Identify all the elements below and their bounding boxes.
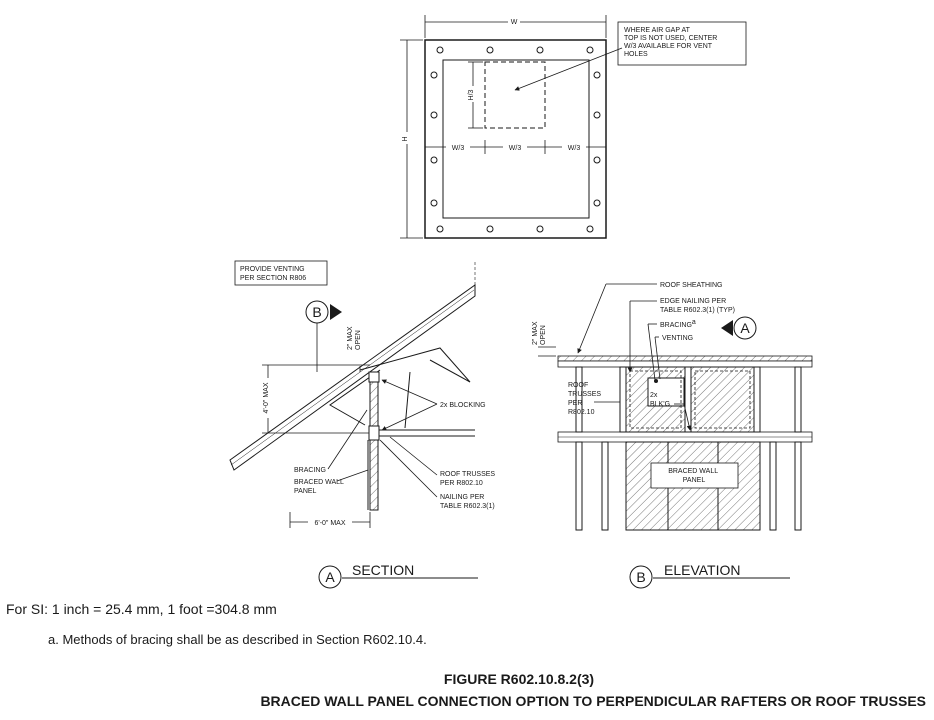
elevation-bracing-label: BRACINGa [660, 319, 696, 329]
dim-w3-center: W/3 [509, 145, 522, 152]
air-gap-note: WHERE AIR GAP AT TOP IS NOT USED, CENTER… [624, 27, 719, 58]
callout-a-circle [733, 316, 757, 340]
truss-webs [329, 347, 475, 437]
venting-note-box [234, 260, 328, 286]
dim-w3-right: W/3 [568, 145, 581, 152]
dim-h-label: H [402, 136, 409, 141]
figure-title: BRACED WALL PANEL CONNECTION OPTION TO P… [260, 693, 926, 709]
truss-top-chord [557, 360, 813, 368]
blkg-label: 2x BLK'G [650, 392, 670, 408]
blocking-panel-right [690, 366, 755, 433]
callout-a-letter: A [740, 320, 750, 336]
width-label: 6'-0" MAX [314, 520, 345, 527]
truss-verticals [575, 366, 802, 433]
section-caption-letter: A [325, 569, 335, 585]
section-trusses-label: ROOF TRUSSES PER R802.10 [440, 471, 497, 487]
braced-wall-label: BRACED WALL PANEL [294, 479, 346, 495]
panel-inner-frame [442, 59, 590, 219]
blocking-bottom [368, 425, 380, 441]
bracing-label: BRACING [294, 467, 326, 474]
dim-h3-label: H/3 [468, 89, 475, 100]
elevation-gap-label: 2" MAX OPEN [532, 320, 547, 345]
vent-zone [484, 61, 546, 129]
callout-a-pointer [721, 320, 733, 336]
air-gap-leader [514, 47, 623, 91]
roof-sheathing-label: ROOF SHEATHING [660, 282, 722, 289]
wall-studs [575, 441, 802, 531]
si-conversion-note: For SI: 1 inch = 25.4 mm, 1 foot =304.8 … [6, 601, 277, 617]
elevation-caption: ELEVATION [664, 562, 741, 578]
callout-b-pointer [330, 304, 342, 320]
panel-outer-frame [424, 39, 607, 239]
braced-wall-panel [369, 371, 379, 511]
gap-label: 2" MAX OPEN [347, 325, 362, 350]
nailing-label: NAILING PER TABLE R602.3(1) [440, 494, 495, 510]
roof-sheathing [557, 355, 813, 362]
venting-label: VENTING [662, 335, 693, 342]
vent-opening [647, 377, 685, 407]
elevation-view: BRACED WALL PANEL 2" MAX OPEN ROOF SHEAT… [532, 282, 813, 589]
edge-nailing-label: EDGE NAILING PER TABLE R602.3(1) (TYP) [660, 298, 735, 314]
dim-w3-left: W/3 [452, 145, 465, 152]
braced-wall-tag [650, 462, 739, 489]
blocking-top [368, 371, 380, 383]
elevation-caption-circle [629, 565, 653, 589]
section-view: PROVIDE VENTING PER SECTION R806 B 2" MA… [229, 260, 497, 589]
air-gap-note-box [617, 21, 747, 66]
vent-panel-detail: W H H/3 W/3 W/3 W/3 WHERE AIR GAP AT TOP… [400, 15, 747, 239]
detail-drawing: W H H/3 W/3 W/3 W/3 WHERE AIR GAP AT TOP… [229, 15, 813, 589]
elevation-trusses-label: ROOF TRUSSES PER R802.10 [568, 382, 603, 416]
callout-b-letter: B [312, 304, 321, 320]
figure-number: FIGURE R602.10.8.2(3) [443, 671, 595, 687]
footnote-a: a. Methods of bracing shall be as descri… [48, 632, 427, 647]
blocking-label: 2x BLOCKING [440, 402, 486, 409]
dim-w-label: W [511, 19, 518, 26]
section-caption-circle [318, 565, 342, 589]
elevation-caption-letter: B [636, 569, 645, 585]
nail-holes [430, 46, 601, 233]
section-caption: SECTION [352, 562, 414, 578]
braced-wall-tag-text: BRACED WALL PANEL [668, 468, 720, 484]
venting-note: PROVIDE VENTING PER SECTION R806 [240, 266, 307, 282]
height-label: 4'-0" MAX [263, 382, 270, 413]
